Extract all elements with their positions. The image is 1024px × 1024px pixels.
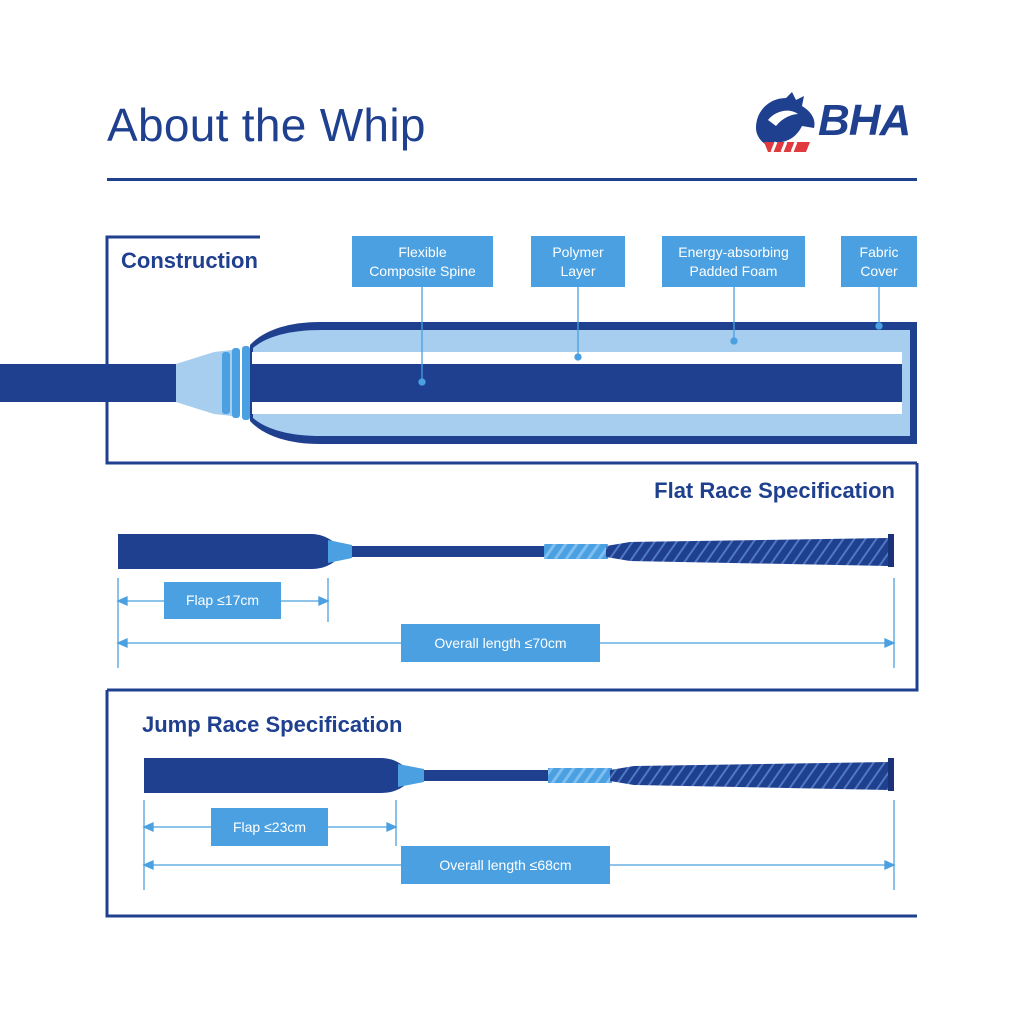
- flat-race-frame: [107, 463, 919, 692]
- whip-shaft: [0, 364, 178, 402]
- label-polymer-layer: Polymer Layer: [531, 236, 625, 287]
- jump-overall-arrow-left: [142, 859, 154, 871]
- flat-race-title: Flat Race Specification: [654, 478, 895, 503]
- jump-flap-arrow-left: [142, 821, 154, 833]
- header-divider: [107, 178, 917, 181]
- flat-overall-arrow-left: [116, 637, 128, 649]
- flat-whip-flap: [118, 534, 334, 569]
- flat-flap-arrow-right: [318, 595, 330, 607]
- flat-flap-label: Flap ≤17cm: [164, 582, 281, 619]
- jump-overall-arrow-right: [884, 859, 896, 871]
- flat-whip-handle: [606, 538, 888, 566]
- spine-dot: [418, 378, 426, 386]
- composite-spine: [252, 364, 902, 402]
- jump-whip-grip-band: [548, 768, 612, 783]
- label-fabric-cover: Fabric Cover: [841, 236, 917, 287]
- flat-flap-arrow-left: [116, 595, 128, 607]
- ferrule-ring-3: [242, 346, 250, 420]
- construction-frame: [105, 235, 917, 465]
- logo-text: BHA: [818, 96, 911, 145]
- flat-overall-label: Overall length ≤70cm: [401, 624, 600, 662]
- jump-race-frame: [105, 690, 917, 918]
- foam-dot: [730, 337, 738, 345]
- flat-whip-grip-band: [544, 544, 608, 559]
- ferrule-ring-1: [222, 352, 230, 414]
- jump-overall-label: Overall length ≤68cm: [401, 846, 610, 884]
- flat-whip-endcap: [888, 534, 894, 567]
- cover-dot: [875, 322, 883, 330]
- jump-whip-shaft: [424, 770, 550, 781]
- flat-whip-shaft: [352, 546, 546, 557]
- jump-flap-arrow-right: [386, 821, 398, 833]
- polymer-dot: [574, 353, 582, 361]
- construction-title: Construction: [121, 248, 258, 273]
- whip-ferrule: [176, 350, 232, 416]
- label-padded-foam: Energy-absorbing Padded Foam: [662, 236, 805, 287]
- jump-whip-handle: [610, 762, 888, 790]
- jump-whip-ferrule: [398, 764, 424, 787]
- jump-whip-endcap: [888, 758, 894, 791]
- jump-flap-label: Flap ≤23cm: [211, 808, 328, 846]
- page-title: About the Whip: [107, 99, 426, 151]
- jump-race-title: Jump Race Specification: [142, 712, 403, 737]
- ferrule-ring-2: [232, 348, 240, 418]
- flat-overall-arrow-right: [884, 637, 896, 649]
- flat-whip-ferrule: [328, 540, 352, 563]
- jump-whip-flap: [144, 758, 404, 793]
- label-composite-spine: Flexible Composite Spine: [352, 236, 493, 287]
- horse-head-logo-icon: [756, 92, 815, 153]
